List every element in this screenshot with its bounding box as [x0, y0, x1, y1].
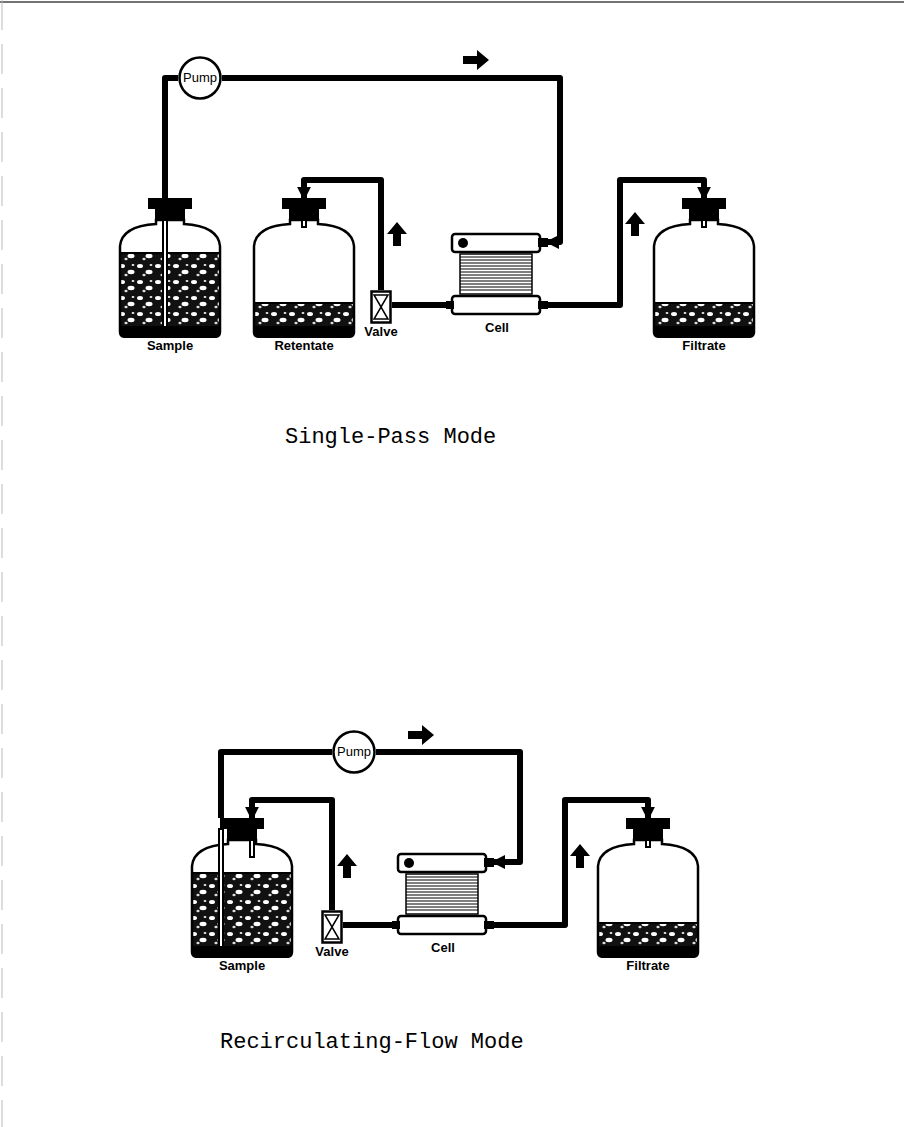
part-label: Valve — [310, 944, 354, 960]
flow-arrow — [387, 222, 407, 246]
mode-caption: Single-Pass Mode — [285, 425, 496, 451]
flow-pipe — [376, 752, 520, 862]
valve-shape — [321, 910, 343, 944]
part-label: Retentate — [252, 338, 356, 354]
bottle-shape — [118, 198, 222, 338]
flow-pipe — [392, 302, 446, 308]
filter-cell: Cell — [446, 232, 548, 336]
bottle-vessel: Retentate — [252, 198, 356, 354]
part-label: Filtrate — [596, 958, 700, 974]
valve-shape — [370, 290, 392, 324]
cell-shape — [392, 852, 494, 940]
valve-symbol: Valve — [310, 910, 354, 960]
filter-cell: Cell — [392, 852, 494, 956]
bottle-shape — [252, 198, 356, 338]
flow-arrow — [337, 854, 357, 878]
part-label: Sample — [190, 958, 294, 974]
flow-pipe — [221, 752, 332, 818]
flow-arrow — [408, 725, 434, 745]
flow-pipe — [165, 78, 178, 198]
part-label: Pump — [337, 744, 371, 760]
pump-circle: Pump — [332, 730, 376, 774]
cell-shape — [446, 232, 548, 320]
flow-arrow — [570, 844, 590, 868]
bottle-shape — [190, 818, 294, 958]
bottle-vessel: Sample — [118, 198, 222, 354]
part-label: Filtrate — [652, 338, 756, 354]
bottle-shape — [652, 198, 756, 338]
bottle-vessel: Sample — [190, 818, 294, 974]
flow-pipe — [343, 922, 392, 928]
mode-caption: Recirculating-Flow Mode — [220, 1030, 524, 1056]
flow-arrows — [337, 50, 645, 878]
part-label: Sample — [118, 338, 222, 354]
part-label: Cell — [446, 320, 548, 336]
bottle-shape — [596, 818, 700, 958]
part-label: Valve — [359, 324, 403, 340]
page-rule — [0, 1, 904, 3]
part-label: Cell — [392, 940, 494, 956]
flow-pipe — [222, 78, 560, 242]
part-label: Pump — [183, 70, 217, 86]
flow-arrow — [625, 212, 645, 236]
page-edge — [2, 0, 3, 1127]
pump-circle: Pump — [178, 56, 222, 100]
bottle-vessel: Filtrate — [596, 818, 700, 974]
valve-symbol: Valve — [359, 290, 403, 340]
bottle-vessel: Filtrate — [652, 198, 756, 354]
flow-arrow — [463, 50, 489, 70]
